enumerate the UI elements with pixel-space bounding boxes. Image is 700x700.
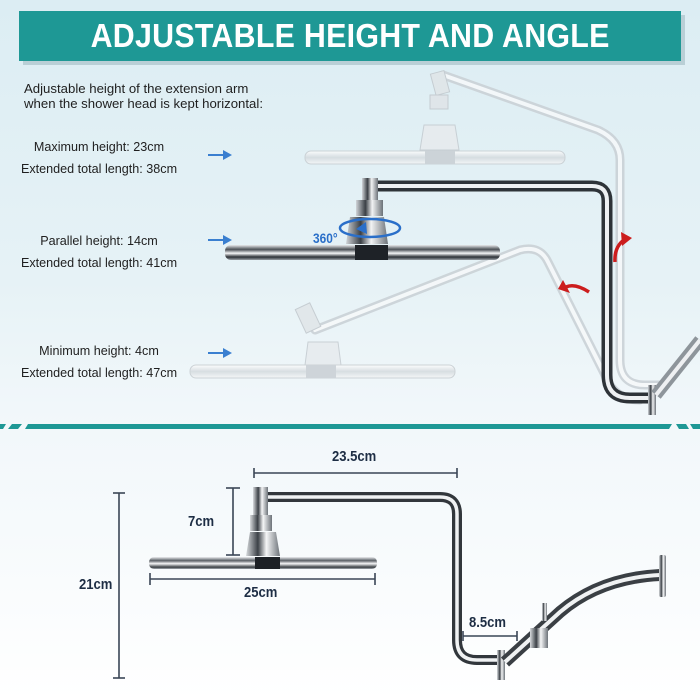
dim-offset: 8.5cm	[469, 615, 507, 631]
banner-title: ADJUSTABLE HEIGHT AND ANGLE	[90, 17, 610, 54]
adjust-arrow-left-icon	[565, 284, 590, 294]
spec-maximum-height: Maximum height: 23cm	[33, 140, 165, 154]
intro-line-2: when the shower head is kept horizontal:	[24, 96, 263, 111]
intro-text: Adjustable height of the extension arm w…	[24, 81, 324, 111]
intro-line-1: Adjustable height of the extension arm	[24, 81, 249, 96]
spec-minimum-height: Minimum height: 4cm	[39, 344, 159, 358]
spec-minimum: Minimum height: 4cm Extended total lengt…	[4, 340, 194, 384]
rotation-label: 360°	[313, 230, 338, 246]
title-banner: ADJUSTABLE HEIGHT AND ANGLE	[19, 11, 681, 61]
dimension-lines	[113, 468, 518, 679]
arrow-right-icon	[208, 150, 232, 160]
dimension-diagram	[113, 468, 666, 680]
spec-maximum: Maximum height: 23cm Extended total leng…	[4, 136, 194, 180]
spec-parallel: Parallel height: 14cm Extended total len…	[4, 230, 194, 274]
max-height-ghost	[304, 69, 665, 390]
spec-maximum-length: Extended total length: 38cm	[20, 162, 178, 176]
adjustment-illustration	[189, 69, 700, 415]
arrow-right-icon	[208, 348, 232, 358]
spec-minimum-length: Extended total length: 47cm	[20, 366, 178, 380]
dim-total-drop: 21cm	[79, 577, 113, 593]
min-height-ghost	[189, 244, 645, 405]
dim-neck-height: 7cm	[188, 514, 215, 530]
section-divider	[0, 424, 700, 429]
spec-parallel-height: Parallel height: 14cm	[40, 234, 158, 248]
dim-head-diameter: 25cm	[244, 585, 278, 601]
spec-parallel-length: Extended total length: 41cm	[20, 256, 178, 270]
arrow-right-icon	[208, 235, 232, 245]
parallel-arm	[225, 178, 700, 415]
dim-arm-length: 23.5cm	[332, 449, 377, 465]
rotation-indicator	[338, 217, 402, 239]
